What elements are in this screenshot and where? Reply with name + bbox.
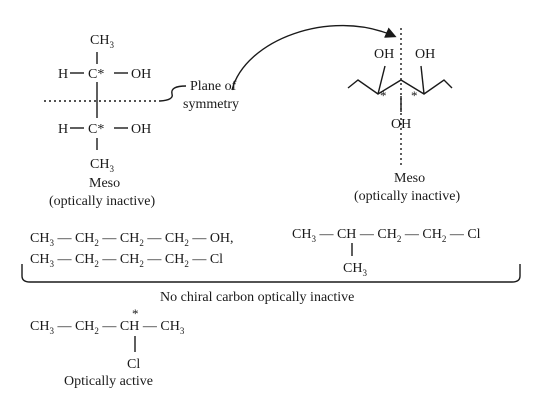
bracket-caption: No chiral carbon optically inactive (160, 290, 354, 305)
skeletal-caption-inactive: (optically inactive) (354, 189, 460, 204)
curved-arrow (231, 24, 397, 91)
branched-formula: CH3 — CH — CH2 — CH2 — Cl (292, 227, 481, 244)
skeletal-bond-oh-left (377, 65, 386, 95)
active-chiral-star: * (132, 306, 139, 321)
skeletal-oh-top-right: OH (415, 47, 435, 62)
active-example: CH3 — CH2 — CH — CH3 * Cl Optically acti… (30, 306, 185, 389)
inactive-examples: CH3 — CH2 — CH2 — CH2 — OH, CH3 — CH2 — … (21, 227, 521, 305)
plane-pointer-bracket (159, 85, 187, 102)
skeletal-chiral-star-left: * (380, 88, 387, 103)
fischer-lower-h: H (58, 122, 68, 137)
plane-label-line1: Plane of (190, 79, 237, 94)
skeletal-oh-bottom: OH (391, 117, 411, 132)
active-caption: Optically active (64, 374, 153, 389)
plane-of-symmetry-label: Plane of symmetry (159, 79, 239, 112)
row2-formula: CH3 — CH2 — CH2 — CH2 — Cl (30, 252, 223, 269)
fischer-upper-h: H (58, 67, 68, 82)
plane-label-line2: symmetry (183, 97, 239, 112)
fischer-projection: CH3 H C* OH H C* OH CH3 Meso (optically … (44, 33, 160, 209)
fischer-upper-oh: OH (131, 67, 151, 82)
row1-formula: CH3 — CH2 — CH2 — CH2 — OH, (30, 231, 234, 248)
fischer-lower-chiral-carbon: C* (88, 122, 104, 137)
fischer-caption-meso: Meso (89, 176, 120, 191)
active-cl: Cl (127, 357, 140, 372)
skeletal-chiral-star-right: * (411, 88, 418, 103)
skeletal-caption-meso: Meso (394, 171, 425, 186)
skeletal-structure: OH OH OH * * Meso (optically inactive) (347, 28, 460, 204)
fischer-caption-inactive: (optically inactive) (49, 194, 155, 209)
active-formula: CH3 — CH2 — CH — CH3 (30, 319, 185, 336)
skeletal-bond-oh-right (420, 65, 425, 95)
fischer-upper-chiral-carbon: C* (88, 67, 104, 82)
fischer-lower-oh: OH (131, 122, 151, 137)
fischer-bottom-methyl: CH3 (90, 157, 114, 174)
skeletal-chain (347, 79, 453, 95)
grouping-bracket (21, 264, 521, 283)
branched-methyl: CH3 (343, 261, 367, 278)
fischer-top-methyl: CH3 (90, 33, 114, 50)
skeletal-oh-top-left: OH (374, 47, 394, 62)
